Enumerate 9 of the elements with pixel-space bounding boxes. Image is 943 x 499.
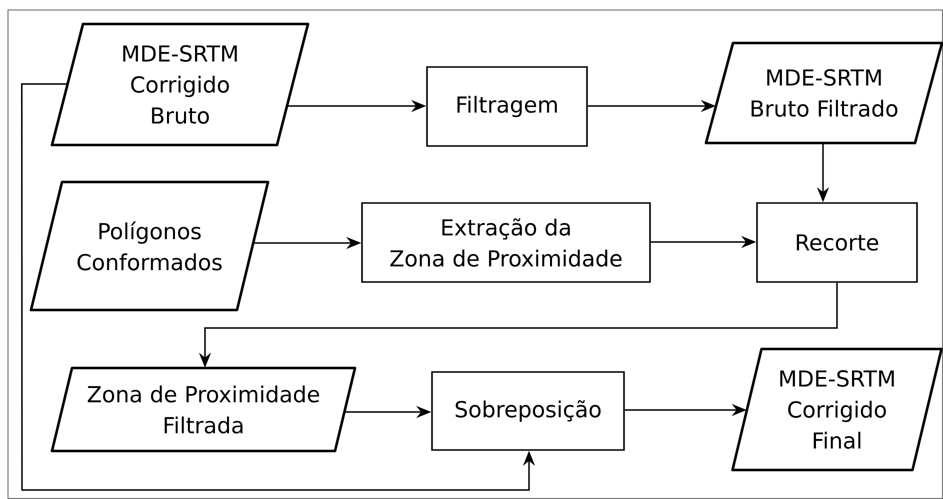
process-box: Sobreposição: [431, 371, 625, 451]
process-box: Filtragem: [426, 66, 588, 147]
data-parallelogram: MDE-SRTM Corrigido Bruto: [50, 22, 310, 146]
data-parallelogram: Polígonos Conformados: [30, 180, 270, 312]
process-box: Recorte: [756, 202, 918, 283]
process-box: Extração da Zona de Proximidade: [361, 202, 651, 283]
data-parallelogram: MDE-SRTM Bruto Filtrado: [704, 42, 943, 144]
data-parallelogram: Zona de Proximidade Filtrada: [50, 366, 356, 452]
data-parallelogram: MDE-SRTM Corrigido Final: [731, 348, 943, 472]
